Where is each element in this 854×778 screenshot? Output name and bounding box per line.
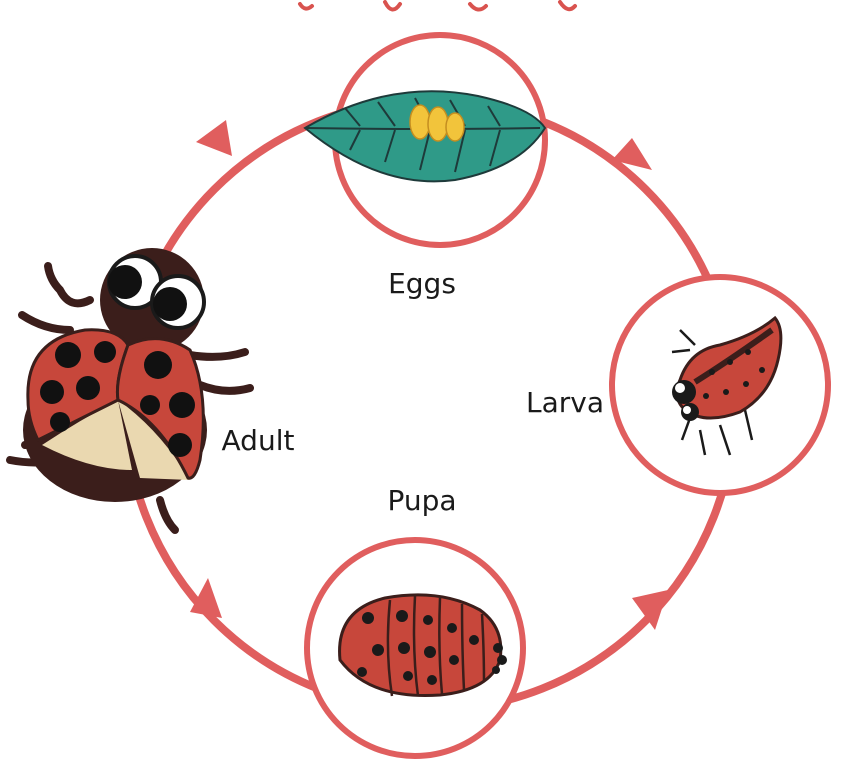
larva-node: [609, 274, 831, 496]
arrow-eggs-to-larva: [612, 138, 652, 170]
larva-label: Larva: [526, 386, 604, 419]
eggs-icon: [409, 104, 465, 142]
larva-icon: [671, 315, 783, 456]
adult-ladybug-icon: [6, 248, 254, 534]
title-remnant: [298, 0, 577, 12]
adult-spots: [40, 341, 195, 457]
larva-head: [672, 380, 696, 404]
arrow-larva-to-pupa: [632, 590, 668, 630]
eggs-label: Eggs: [388, 267, 456, 300]
adult-label: Adult: [222, 424, 295, 457]
pupa-node: [304, 537, 526, 759]
arrow-adult-to-eggs: [196, 120, 232, 156]
pupa-tail: [492, 643, 507, 674]
pupa-label: Pupa: [387, 484, 456, 517]
arrow-pupa-to-adult: [190, 578, 222, 618]
pupa-icon: [338, 593, 507, 698]
eggs-node: [303, 32, 548, 248]
